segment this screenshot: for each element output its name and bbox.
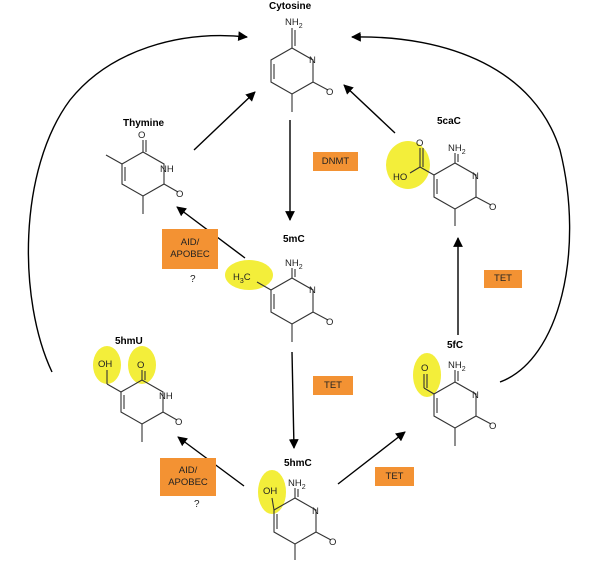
5fc-o-label: O <box>489 421 496 432</box>
5cac-o-label: O <box>489 202 496 213</box>
aid-apobec-bottom-line-2: APOBEC <box>168 477 208 488</box>
5cac-n3-label: N <box>472 171 479 182</box>
carbonyl-highlight-5hmu <box>128 346 156 384</box>
5fc-formyl-o-label: O <box>421 363 428 374</box>
5mc-n3-label: N <box>309 285 316 296</box>
aid-apobec-enzyme-box-top: AID/ APOBEC <box>162 229 218 269</box>
5hmu-label: 5hmU <box>115 336 143 347</box>
5fc-label: 5fC <box>447 340 464 351</box>
arrow-5cac-to-cytosine <box>343 84 396 134</box>
5hmu-o4-label: O <box>137 360 144 371</box>
5hmu-nh-label: NH <box>159 391 173 402</box>
arrow-5mc-to-5hmc <box>288 351 299 449</box>
5hmc-o-label: O <box>329 537 336 548</box>
arrow-5hmc-to-5fc <box>337 431 406 485</box>
thymine-nh-label: NH <box>160 164 174 175</box>
methyl-highlight <box>225 260 273 290</box>
arrow-thymine-to-cytosine <box>193 91 256 151</box>
5fc-structure: NH2 O N O <box>421 360 496 446</box>
thymine-o4-label: O <box>138 130 145 141</box>
aid-apobec-top-line-2: APOBEC <box>170 249 210 260</box>
tet-enzyme-box-right-upper: TET <box>484 270 522 288</box>
cytosine-label: Cytosine <box>269 1 312 12</box>
5cac-carbonyl-o-label: O <box>416 138 423 149</box>
aid-apobec-enzyme-box-bottom: AID/ APOBEC <box>160 458 216 496</box>
5hmu-oh-label: OH <box>98 359 112 370</box>
thymine-label: Thymine <box>123 118 165 129</box>
5fc-n3-label: N <box>472 390 479 401</box>
5hmc-nh2-label: NH2 <box>288 478 306 491</box>
thymine-structure: O NH O <box>105 130 183 214</box>
thymine-o2-label: O <box>176 189 183 200</box>
arrow-5fc-to-cytosine <box>351 31 571 383</box>
uncertain-mark-top: ? <box>190 274 196 285</box>
5mc-structure: NH2 H3C N O <box>233 258 333 342</box>
aid-apobec-top-line-1: AID/ <box>180 237 200 249</box>
carboxyl-highlight <box>386 141 430 189</box>
5hmu-o2-label: O <box>175 417 182 428</box>
cytosine-structure: NH2 N O <box>270 17 333 112</box>
dnmt-enzyme-box: DNMT <box>313 152 358 171</box>
aid-apobec-bottom-line-1: AID/ <box>178 465 198 477</box>
5mc-o-label: O <box>326 317 333 328</box>
5fc-nh2-label: NH2 <box>448 360 466 373</box>
5hmc-n3-label: N <box>312 506 319 517</box>
arrow-5hmu-to-cytosine <box>27 31 248 373</box>
5cac-label: 5caC <box>437 116 461 127</box>
hydroxymethyl-highlight-5hmc <box>258 470 286 514</box>
tet-enzyme-box-bottom-right: TET <box>375 467 414 486</box>
5hmu-structure: OH O NH O <box>98 359 182 442</box>
cytosine-o-label: O <box>326 87 333 98</box>
cytosine-n3-label: N <box>309 55 316 66</box>
5mc-methyl-label: H3C <box>233 272 251 285</box>
hydroxymethyl-highlight-5hmu <box>93 346 121 384</box>
5cac-ho-label: HO <box>393 172 407 183</box>
uncertain-mark-bottom: ? <box>194 499 200 510</box>
tet-enzyme-box-left: TET <box>313 376 353 395</box>
5hmc-label: 5hmC <box>284 458 312 469</box>
cytosine-nh2-label: NH2 <box>285 17 303 30</box>
5cac-structure: NH2 O HO N O <box>393 138 496 226</box>
5cac-nh2-label: NH2 <box>448 143 466 156</box>
5mc-nh2-label: NH2 <box>285 258 303 271</box>
5mc-label: 5mC <box>283 234 305 245</box>
5hmc-structure: NH2 OH N O <box>263 478 336 560</box>
5hmc-oh-label: OH <box>263 486 277 497</box>
